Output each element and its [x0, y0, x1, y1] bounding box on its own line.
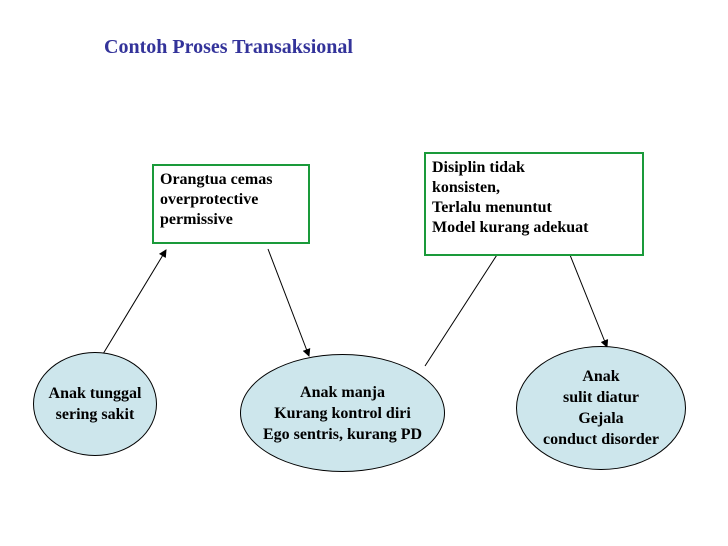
difficult-child-line: Gejala — [578, 410, 624, 427]
arrow-single-to-parent — [102, 249, 167, 355]
parent-box-line: Orangtua cemas — [160, 171, 273, 188]
discipline-box-line: Disiplin tidak — [432, 159, 525, 176]
single-child-line: Anak tunggal — [48, 385, 142, 402]
discipline-box-line: Model kurang adekuat — [432, 219, 589, 236]
difficult-child-line: sulit diatur — [562, 389, 639, 406]
single-child-ellipse: Anak tunggal sering sakit — [33, 352, 157, 456]
arrow-parent-to-spoiled — [267, 248, 311, 357]
discipline-box-line: konsisten, — [432, 179, 501, 196]
diagram-title: Contoh Proses Transaksional — [104, 36, 353, 58]
parent-box-line: overprotective — [160, 191, 259, 208]
arrow-spoiled-to-discipline — [424, 243, 505, 367]
spoiled-child-line: Ego sentris, kurang PD — [262, 425, 423, 443]
difficult-child-ellipse: Anak sulit diatur Gejala conduct disorde… — [516, 346, 686, 470]
difficult-child-line: conduct disorder — [543, 431, 659, 448]
parent-box-line: permissive — [160, 211, 233, 228]
discipline-box-line: Terlalu menuntut — [432, 199, 552, 216]
discipline-box: Disiplin tidak konsisten, Terlalu menunt… — [424, 152, 644, 256]
arrow-discipline-to-difficult — [565, 244, 609, 348]
spoiled-child-ellipse: Anak manja Kurang kontrol diri Ego sentr… — [240, 354, 445, 472]
spoiled-child-line: Anak manja — [300, 383, 385, 401]
single-child-line: sering sakit — [55, 406, 135, 423]
spoiled-child-line: Kurang kontrol diri — [274, 404, 411, 422]
difficult-child-line: Anak — [582, 368, 620, 385]
parent-box: Orangtua cemas overprotective permissive — [152, 164, 310, 244]
